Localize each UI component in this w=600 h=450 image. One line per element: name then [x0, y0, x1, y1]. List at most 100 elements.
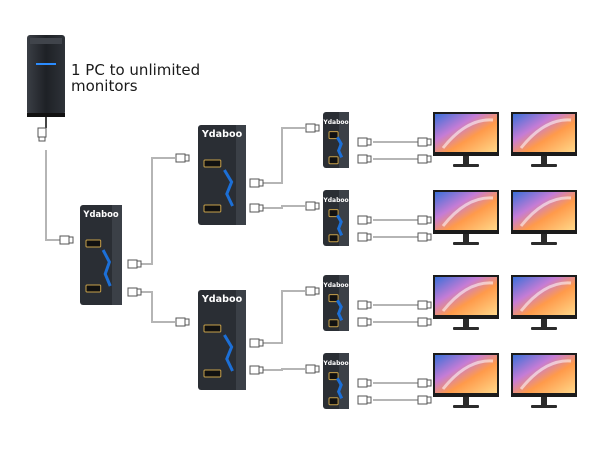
hdmi-plug-icon [357, 215, 372, 225]
headline-caption: 1 PC to unlimited monitors [71, 61, 201, 95]
monitor-base [453, 327, 479, 330]
monitor-base [531, 164, 557, 167]
hdmi-splitter-level2-top: Ydaboo [198, 125, 246, 225]
hdmi-plug-icon [357, 154, 372, 164]
hdmi-plug-icon [417, 317, 432, 327]
monitor-base [453, 242, 479, 245]
cable-l1-to-l2a [140, 157, 175, 265]
hdmi-plug-icon [37, 127, 47, 142]
hdmi-splitter-level2-bottom: Ydaboo [198, 290, 246, 390]
brand-label: Ydaboo [322, 282, 348, 289]
hdmi-plug-icon [417, 232, 432, 242]
hdmi-plug-icon [305, 123, 320, 133]
hdmi-port [328, 131, 339, 140]
cable-l2-to-l3 [262, 290, 305, 344]
monitor-stand [463, 319, 469, 327]
hdmi-plug-icon [305, 364, 320, 374]
cable-l2-to-l3 [262, 127, 305, 184]
hdmi-port [328, 397, 339, 406]
hdmi-plug-icon [175, 153, 190, 163]
monitor-base [453, 405, 479, 408]
monitor-stand [541, 234, 547, 242]
monitor-stand [463, 156, 469, 164]
blue-accent [336, 377, 344, 399]
hdmi-port [328, 234, 339, 243]
hdmi-plug-icon [249, 338, 264, 348]
hdmi-plug-icon [357, 395, 372, 405]
hdmi-port [203, 324, 222, 333]
hdmi-plug-icon [127, 259, 142, 269]
hdmi-plug-icon [59, 235, 74, 245]
hdmi-port [203, 204, 222, 213]
hdmi-port [85, 284, 102, 293]
blue-accent [336, 136, 344, 158]
hdmi-port [328, 372, 339, 381]
pc-tower-icon [27, 35, 65, 117]
blue-accent [336, 214, 344, 236]
monitor-icon [511, 275, 577, 330]
hdmi-splitter-level3: Ydaboo [322, 190, 349, 246]
hdmi-plug-icon [249, 365, 264, 375]
brand-label: Ydaboo [322, 360, 348, 367]
brand-label: Ydaboo [201, 129, 243, 140]
brand-label: Ydaboo [82, 209, 118, 219]
hdmi-port [203, 159, 222, 168]
monitor-stand [541, 319, 547, 327]
hdmi-plug-icon [417, 378, 432, 388]
cable-l2-to-l3 [262, 368, 305, 371]
hdmi-splitter-level3: Ydaboo [322, 112, 349, 168]
hdmi-plug-icon [417, 154, 432, 164]
hdmi-plug-icon [175, 317, 190, 327]
device-layer: YdabooYdabooYdabooYdabooYdabooYdabooYdab… [27, 35, 577, 409]
blue-accent [223, 169, 234, 207]
hdmi-plug-icon [127, 287, 142, 297]
hdmi-splitter-level3: Ydaboo [322, 353, 349, 409]
monitor-icon [511, 112, 577, 167]
hdmi-plug-icon [305, 201, 320, 211]
hdmi-port [85, 239, 102, 248]
hdmi-splitter-level1: Ydaboo [80, 205, 122, 305]
monitor-icon [511, 190, 577, 245]
hdmi-plug-icon [357, 378, 372, 388]
monitor-stand [463, 397, 469, 405]
hdmi-port [328, 294, 339, 303]
hdmi-plug-icon [417, 137, 432, 147]
blue-accent [336, 299, 344, 321]
monitor-icon [433, 353, 499, 408]
cable-l1-to-l2b [140, 291, 175, 323]
brand-label: Ydaboo [322, 197, 348, 204]
cable-l2-to-l3 [262, 205, 305, 209]
hdmi-plug-icon [249, 203, 264, 213]
cable-layer [45, 117, 420, 401]
monitor-base [531, 405, 557, 408]
hdmi-plug-icon [249, 178, 264, 188]
brand-label: Ydaboo [322, 119, 348, 126]
monitor-icon [433, 112, 499, 167]
blue-accent [101, 249, 112, 287]
hdmi-plug-icon [357, 232, 372, 242]
hdmi-port [328, 319, 339, 328]
hdmi-plug-icon [357, 137, 372, 147]
monitor-base [531, 327, 557, 330]
cable-pc-to-splitter [45, 150, 62, 241]
hdmi-plug-icon [357, 300, 372, 310]
hdmi-plug-icon [357, 317, 372, 327]
hdmi-splitter-level3: Ydaboo [322, 275, 349, 331]
monitor-stand [541, 397, 547, 405]
hdmi-port [328, 156, 339, 165]
monitor-icon [433, 190, 499, 245]
monitor-stand [463, 234, 469, 242]
monitor-base [453, 164, 479, 167]
hdmi-plug-icon [417, 300, 432, 310]
hdmi-plug-icon [417, 395, 432, 405]
brand-label: Ydaboo [201, 294, 243, 305]
monitor-stand [541, 156, 547, 164]
hdmi-port [328, 209, 339, 218]
monitor-icon [433, 275, 499, 330]
monitor-base [531, 242, 557, 245]
hdmi-port [203, 369, 222, 378]
hdmi-plug-icon [305, 286, 320, 296]
monitor-icon [511, 353, 577, 408]
hdmi-plug-icon [417, 215, 432, 225]
